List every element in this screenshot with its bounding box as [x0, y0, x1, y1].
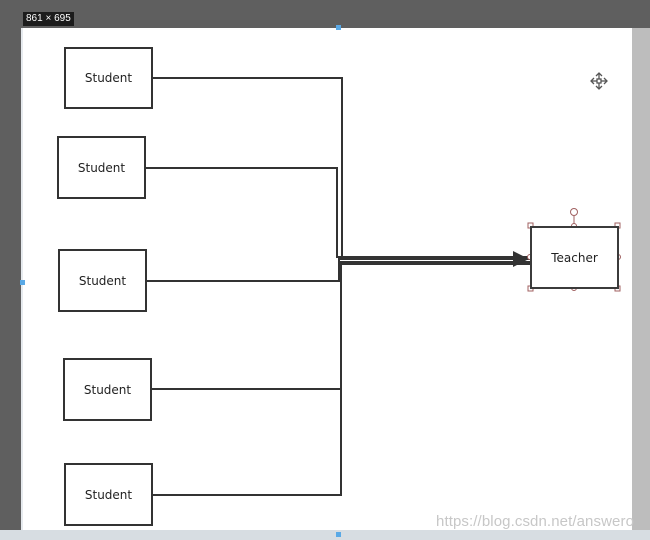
image-size-badge: 861 × 695 [23, 12, 74, 26]
canvas-bottom-marker [336, 532, 341, 537]
editor-bottom-shade [0, 530, 650, 540]
student-node-5[interactable]: Student [64, 463, 153, 526]
teacher-node-label: Teacher [551, 250, 598, 265]
student-node-2[interactable]: Student [57, 136, 146, 199]
canvas-left-marker [20, 280, 25, 285]
editor-side-shade [632, 28, 650, 540]
source-watermark: https://blog.csdn.net/answero [436, 513, 635, 530]
student-node-3[interactable]: Student [58, 249, 147, 312]
canvas-top-marker [336, 25, 341, 30]
student-node-4[interactable]: Student [63, 358, 152, 421]
student-node-label: Student [77, 160, 126, 175]
student-node-label: Student [83, 382, 132, 397]
student-node-label: Student [84, 487, 133, 502]
student-node-1[interactable]: Student [64, 47, 153, 109]
student-node-label: Student [84, 71, 133, 85]
teacher-node[interactable]: Teacher [530, 226, 619, 289]
student-node-label: Student [78, 273, 127, 288]
